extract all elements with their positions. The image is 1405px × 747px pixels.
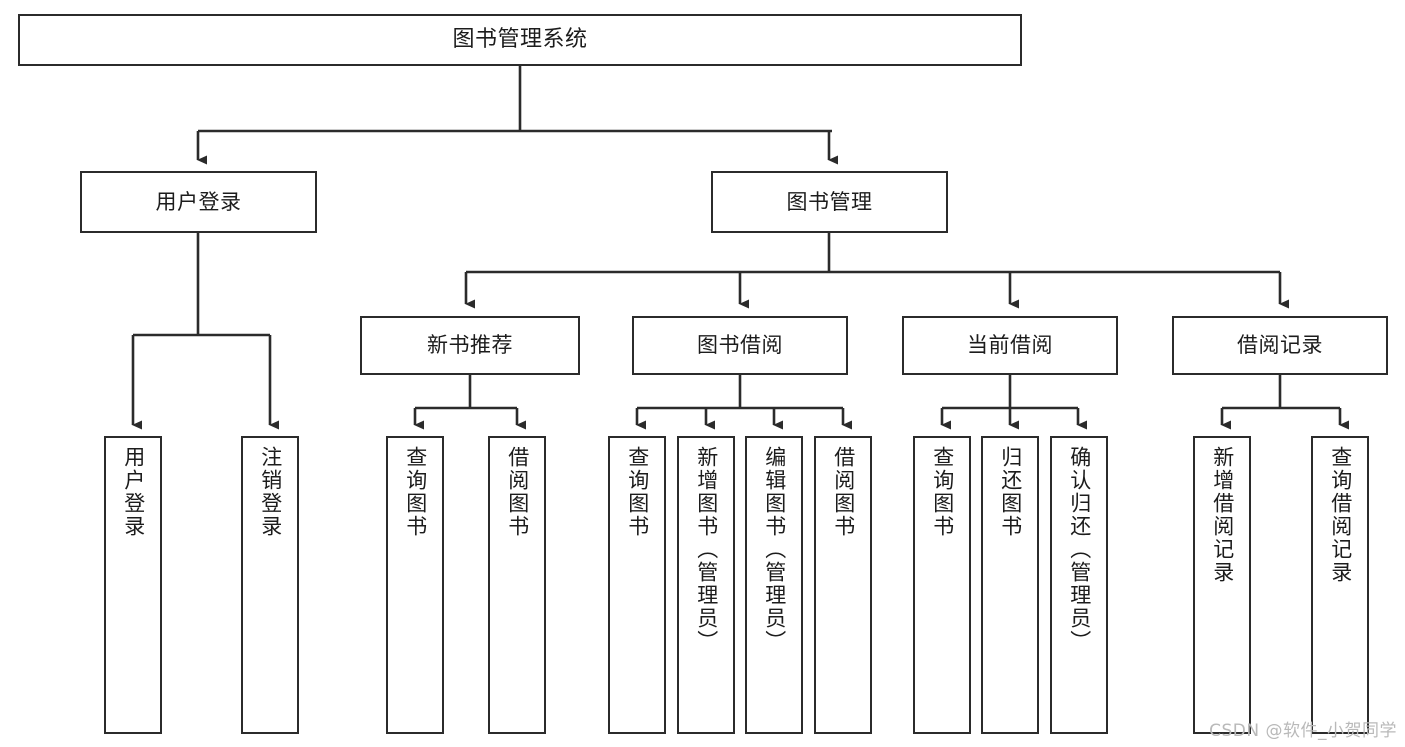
leaf-current-borrow-confirm-return[interactable]: 确认归还（管理员） <box>1050 436 1108 734</box>
node-label: 新书推荐 <box>427 333 513 358</box>
leaf-current-borrow-query[interactable]: 查询图书 <box>913 436 971 734</box>
node-label: 注销登录 <box>258 446 283 538</box>
node-new-book-recommend[interactable]: 新书推荐 <box>360 316 580 375</box>
node-label: 图书管理系统 <box>452 27 588 53</box>
leaf-book-borrow-lend[interactable]: 借阅图书 <box>814 436 872 734</box>
node-label: 用户登录 <box>155 189 242 214</box>
node-label: 查询借阅记录 <box>1328 446 1353 584</box>
node-current-borrow[interactable]: 当前借阅 <box>902 316 1118 375</box>
leaf-book-borrow-add[interactable]: 新增图书（管理员） <box>677 436 735 734</box>
node-label: 图书管理 <box>786 189 873 214</box>
leaf-user-login-logout[interactable]: 注销登录 <box>241 436 299 734</box>
watermark-text: CSDN @软件_小贺同学 <box>1209 721 1397 741</box>
node-label: 归还图书 <box>998 446 1023 538</box>
node-borrow-record[interactable]: 借阅记录 <box>1172 316 1388 375</box>
node-label: 新增图书（管理员） <box>694 446 719 653</box>
node-label: 借阅图书 <box>505 446 530 538</box>
leaf-borrow-record-add[interactable]: 新增借阅记录 <box>1193 436 1251 734</box>
node-label: 确认归还（管理员） <box>1067 446 1092 653</box>
node-label: 借阅记录 <box>1237 333 1323 358</box>
node-label: 查询图书 <box>625 446 650 538</box>
leaf-borrow-record-query[interactable]: 查询借阅记录 <box>1311 436 1369 734</box>
node-user-login[interactable]: 用户登录 <box>80 171 317 233</box>
leaf-user-login-login[interactable]: 用户登录 <box>104 436 162 734</box>
leaf-new-book-query[interactable]: 查询图书 <box>386 436 444 734</box>
leaf-new-book-borrow[interactable]: 借阅图书 <box>488 436 546 734</box>
leaf-current-borrow-return[interactable]: 归还图书 <box>981 436 1039 734</box>
node-root-system[interactable]: 图书管理系统 <box>18 14 1022 66</box>
node-label: 当前借阅 <box>967 333 1053 358</box>
node-label: 查询图书 <box>930 446 955 538</box>
leaf-book-borrow-query[interactable]: 查询图书 <box>608 436 666 734</box>
node-book-management[interactable]: 图书管理 <box>711 171 948 233</box>
node-label: 查询图书 <box>403 446 428 538</box>
node-label: 图书借阅 <box>697 333 783 358</box>
leaf-book-borrow-edit[interactable]: 编辑图书（管理员） <box>745 436 803 734</box>
node-label: 借阅图书 <box>831 446 856 538</box>
node-label: 编辑图书（管理员） <box>762 446 787 653</box>
node-book-borrow[interactable]: 图书借阅 <box>632 316 848 375</box>
node-label: 新增借阅记录 <box>1210 446 1235 584</box>
node-label: 用户登录 <box>121 446 146 538</box>
